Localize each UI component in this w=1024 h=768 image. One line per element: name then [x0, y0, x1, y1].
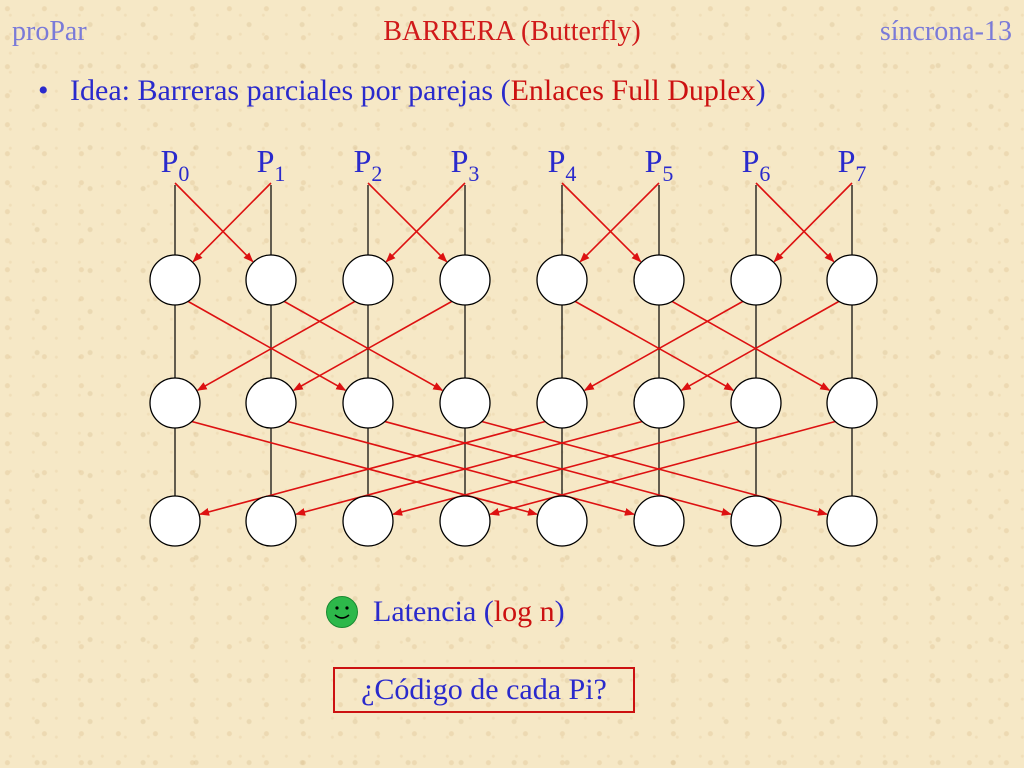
node-stage3-0 [149, 495, 201, 547]
node-stage2-1 [245, 377, 297, 429]
node-stage2-0 [149, 377, 201, 429]
arrow-stage2-5-to-7 [658, 293, 831, 391]
latency-line: Latencia (log n) [325, 590, 565, 634]
processor-label-2: P2 [354, 143, 383, 186]
node-stage1-7 [826, 254, 878, 306]
arrow-stage2-1-to-3 [270, 293, 444, 391]
node-stage3-1 [245, 495, 297, 547]
node-stage2-2 [342, 377, 394, 429]
arrow-stage1-0-to-1 [174, 182, 254, 263]
arrow-stage2-0-to-2 [174, 293, 347, 391]
arrow-stage2-7-to-5 [680, 293, 853, 391]
arrow-stage3-7-to-3 [489, 416, 853, 516]
node-stage3-5 [633, 495, 685, 547]
arrow-stage2-3-to-1 [292, 293, 466, 391]
arrow-stage1-1-to-0 [192, 182, 272, 263]
node-stage2-7 [826, 377, 878, 429]
processor-label-3: P3 [451, 143, 480, 186]
arrow-stage1-4-to-5 [561, 182, 642, 263]
processor-label-1: P1 [257, 143, 286, 186]
bullet-text: : Barreras parciales por parejas ( [121, 74, 511, 107]
smiley-face-icon [326, 596, 358, 628]
node-stage1-2 [342, 254, 394, 306]
arrow-stage2-6-to-4 [583, 293, 757, 391]
node-stage3-6 [730, 495, 782, 547]
node-stage1-0 [149, 254, 201, 306]
bullet-close: ) [755, 74, 766, 107]
node-stage2-5 [633, 377, 685, 429]
bullet-keyword: Idea [70, 74, 122, 107]
header-left-label: proPar [12, 16, 87, 47]
latency-label: Latencia (log n) [373, 595, 565, 628]
bullet-highlight: Enlaces Full Duplex [510, 74, 756, 107]
processor-label-7: P7 [838, 143, 867, 186]
processor-label-4: P4 [548, 143, 577, 186]
node-stage1-3 [439, 254, 491, 306]
header-right-label: síncrona-13 [879, 16, 1012, 47]
arrow-stage1-2-to-3 [367, 182, 448, 263]
node-stage1-4 [536, 254, 588, 306]
arrow-stage1-7-to-6 [773, 182, 853, 263]
vertical-links [174, 185, 853, 496]
latency-value: log n [493, 595, 555, 628]
node-stage3-4 [536, 495, 588, 547]
node-stage2-3 [439, 377, 491, 429]
node-stage1-5 [633, 254, 685, 306]
bullet-marker: • [38, 74, 49, 107]
bullet-idea: • Idea: Barreras parciales por parejas (… [38, 72, 766, 110]
node-stage2-6 [730, 377, 782, 429]
arrow-stage2-2-to-0 [196, 293, 369, 391]
arrow-stage1-5-to-4 [579, 182, 660, 263]
node-stage1-6 [730, 254, 782, 306]
arrow-stage2-4-to-6 [561, 293, 735, 391]
arrow-stage1-3-to-2 [385, 182, 466, 263]
arrow-stage1-6-to-7 [755, 182, 835, 263]
processor-labels: P0 P1 P2 P3 P4 P5 P6 P7 [161, 143, 867, 186]
processor-label-6: P6 [742, 143, 771, 186]
node-stage2-4 [536, 377, 588, 429]
butterfly-arrows [174, 182, 853, 516]
node-grid [149, 254, 878, 547]
arrow-stage3-0-to-4 [174, 416, 538, 516]
node-stage1-1 [245, 254, 297, 306]
node-stage3-7 [826, 495, 878, 547]
node-stage3-3 [439, 495, 491, 547]
processor-label-5: P5 [645, 143, 674, 186]
node-stage3-2 [342, 495, 394, 547]
processor-label-0: P0 [161, 143, 190, 186]
slide-title: BARRERA (Butterfly) [383, 16, 641, 47]
code-question-box: ¿Código de cada Pi? [333, 667, 635, 713]
